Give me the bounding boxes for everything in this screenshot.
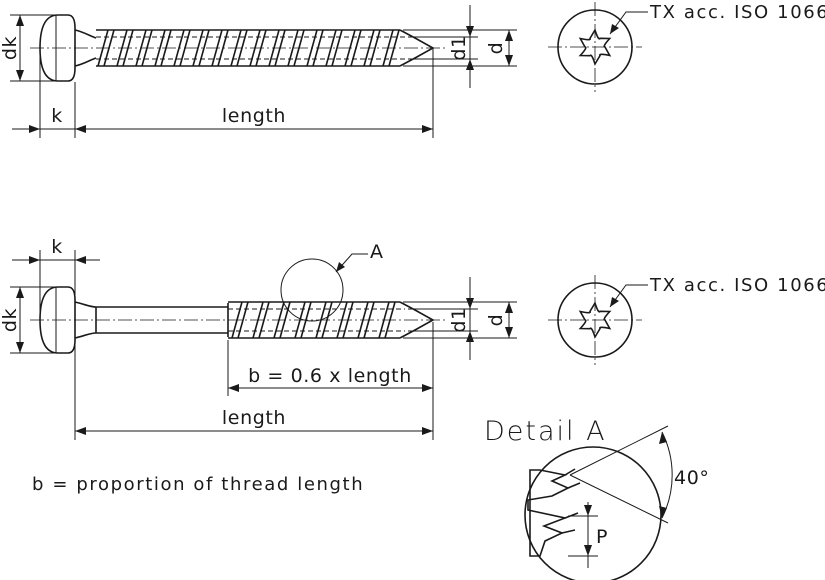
screw-bottom-head [39, 286, 76, 354]
drive-bottom-callout: TX acc. ISO 10664 [649, 275, 825, 296]
dim-length-top: length [222, 105, 286, 127]
thread-flank [336, 301, 354, 339]
thread-flank [154, 29, 172, 67]
thread-flank [268, 29, 286, 67]
dim-d1-top: d1 [448, 35, 470, 60]
thread-flank [344, 29, 362, 67]
drive-bottom-view: TX acc. ISO 10664 [548, 275, 825, 365]
detail-callout-label: A [370, 241, 384, 263]
screw-top-head [39, 14, 76, 82]
thread-flank [230, 29, 248, 67]
torx-recess-icon [578, 28, 612, 66]
thread-flank [135, 29, 153, 67]
detail-a-circle [280, 258, 344, 322]
drive-top-callout: TX acc. ISO 10664 [649, 2, 825, 23]
thread-flank [306, 29, 324, 67]
screw-top-view [30, 14, 445, 82]
thread-flank [273, 301, 291, 339]
thread-flank [249, 29, 267, 67]
thread-flank [97, 29, 115, 67]
dim-k-bottom: k [51, 236, 63, 258]
thread-flank [363, 29, 381, 67]
thread-flank [287, 29, 305, 67]
thread-flank [173, 29, 191, 67]
screw-bottom-threads [231, 301, 396, 339]
thread-flank [357, 301, 375, 339]
screw-top-dimensions: dk k length d1 d [0, 5, 517, 138]
dim-k-top: k [51, 105, 63, 127]
detail-title: Detail A [484, 416, 607, 447]
thread-flank [378, 301, 396, 339]
detail-a-view: Detail A 40° P [484, 416, 709, 580]
detail-thread-profile [527, 469, 570, 557]
dim-dk-top: dk [0, 36, 21, 60]
thread-flank [116, 29, 134, 67]
footnote-text: b = proportion of thread length [32, 474, 364, 495]
detail-angle-label: 40° [674, 467, 709, 489]
drive-top-view: TX acc. ISO 10664 [548, 2, 825, 92]
thread-flank [231, 301, 249, 339]
thread-flank [382, 29, 400, 67]
thread-flank [325, 29, 343, 67]
screw-top-threads [97, 29, 400, 67]
dim-b-bottom: b = 0.6 x length [248, 365, 412, 387]
detail-pitch-label: P [596, 526, 608, 548]
dim-dk-bottom: dk [0, 308, 21, 332]
torx-recess-icon [578, 301, 612, 339]
screw-bottom-dimensions: k dk b = 0.6 x length length d1 d [0, 236, 517, 440]
dim-length-bottom: length [222, 407, 286, 429]
dim-d-bottom: d [485, 314, 507, 327]
thread-flank [192, 29, 210, 67]
screw-bottom-view: A [30, 241, 445, 354]
dim-d1-bottom: d1 [448, 307, 470, 332]
dim-d-top: d [485, 42, 507, 55]
thread-flank [211, 29, 229, 67]
thread-flank [252, 301, 270, 339]
